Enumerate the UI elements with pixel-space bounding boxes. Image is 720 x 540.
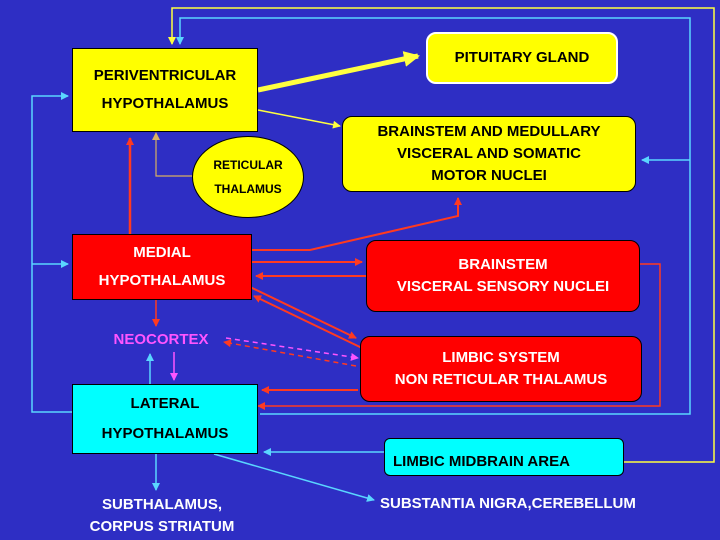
medial-hypothalamus-box: MEDIAL HYPOTHALAMUS: [72, 234, 252, 300]
periventricular-hypothalamus-box: PERIVENTRICULAR HYPOTHALAMUS: [72, 48, 258, 132]
brainstem-motor-line-3: MOTOR NUCLEI: [431, 167, 547, 184]
limbic-system-box: LIMBIC SYSTEM NON RETICULAR THALAMUS: [360, 336, 642, 402]
reticular-line-2: THALAMUS: [214, 182, 282, 196]
lateral-line-1: LATERAL: [130, 395, 200, 412]
limbic-system-line-1: LIMBIC SYSTEM: [442, 349, 560, 366]
lateral-hypothalamus-box: LATERAL HYPOTHALAMUS: [72, 384, 258, 454]
limbic-midbrain-label: LIMBIC MIDBRAIN AREA: [393, 453, 570, 470]
brainstem-motor-nuclei-box: BRAINSTEM AND MEDULLARY VISCERAL AND SOM…: [342, 116, 636, 192]
reticular-connection: [155, 134, 192, 177]
magenta-arrows: [170, 337, 359, 381]
limbic-midbrain-area-box: LIMBIC MIDBRAIN AREA: [384, 438, 624, 476]
subthalamus-label: SUBTHALAMUS, CORPUS STRIATUM: [62, 494, 262, 538]
reticular-thalamus-ellipse: RETICULAR THALAMUS: [192, 136, 304, 218]
substantia-nigra-label: SUBSTANTIA NIGRA,CEREBELLUM: [380, 495, 636, 512]
periventricular-line-1: PERIVENTRICULAR: [93, 67, 237, 84]
subthalamus-line-1: SUBTHALAMUS,: [102, 496, 222, 513]
neocortex-label: NEOCORTEX: [113, 331, 209, 348]
medial-line-2: HYPOTHALAMUS: [98, 272, 226, 289]
brainstem-motor-line-2: VISCERAL AND SOMATIC: [397, 145, 581, 162]
brainstem-sensory-nuclei-box: BRAINSTEM VISCERAL SENSORY NUCLEI: [366, 240, 640, 312]
subthalamus-line-2: CORPUS STRIATUM: [89, 518, 235, 535]
brainstem-sensory-line-1: BRAINSTEM: [458, 256, 548, 273]
yellow-arrows: [168, 7, 715, 463]
lateral-line-2: HYPOTHALAMUS: [101, 425, 229, 442]
brainstem-sensory-line-2: VISCERAL SENSORY NUCLEI: [396, 278, 610, 295]
reticular-line-1: RETICULAR: [213, 158, 283, 172]
red-arrows: [126, 137, 661, 410]
pituitary-gland-box: PITUITARY GLAND: [426, 32, 618, 84]
pituitary-label: PITUITARY GLAND: [454, 49, 590, 66]
cyan-arrows: [31, 17, 691, 502]
limbic-system-line-2: NON RETICULAR THALAMUS: [394, 371, 608, 388]
periventricular-line-2: HYPOTHALAMUS: [101, 95, 229, 112]
medial-line-1: MEDIAL: [133, 244, 191, 261]
brainstem-motor-line-1: BRAINSTEM AND MEDULLARY: [377, 123, 601, 140]
